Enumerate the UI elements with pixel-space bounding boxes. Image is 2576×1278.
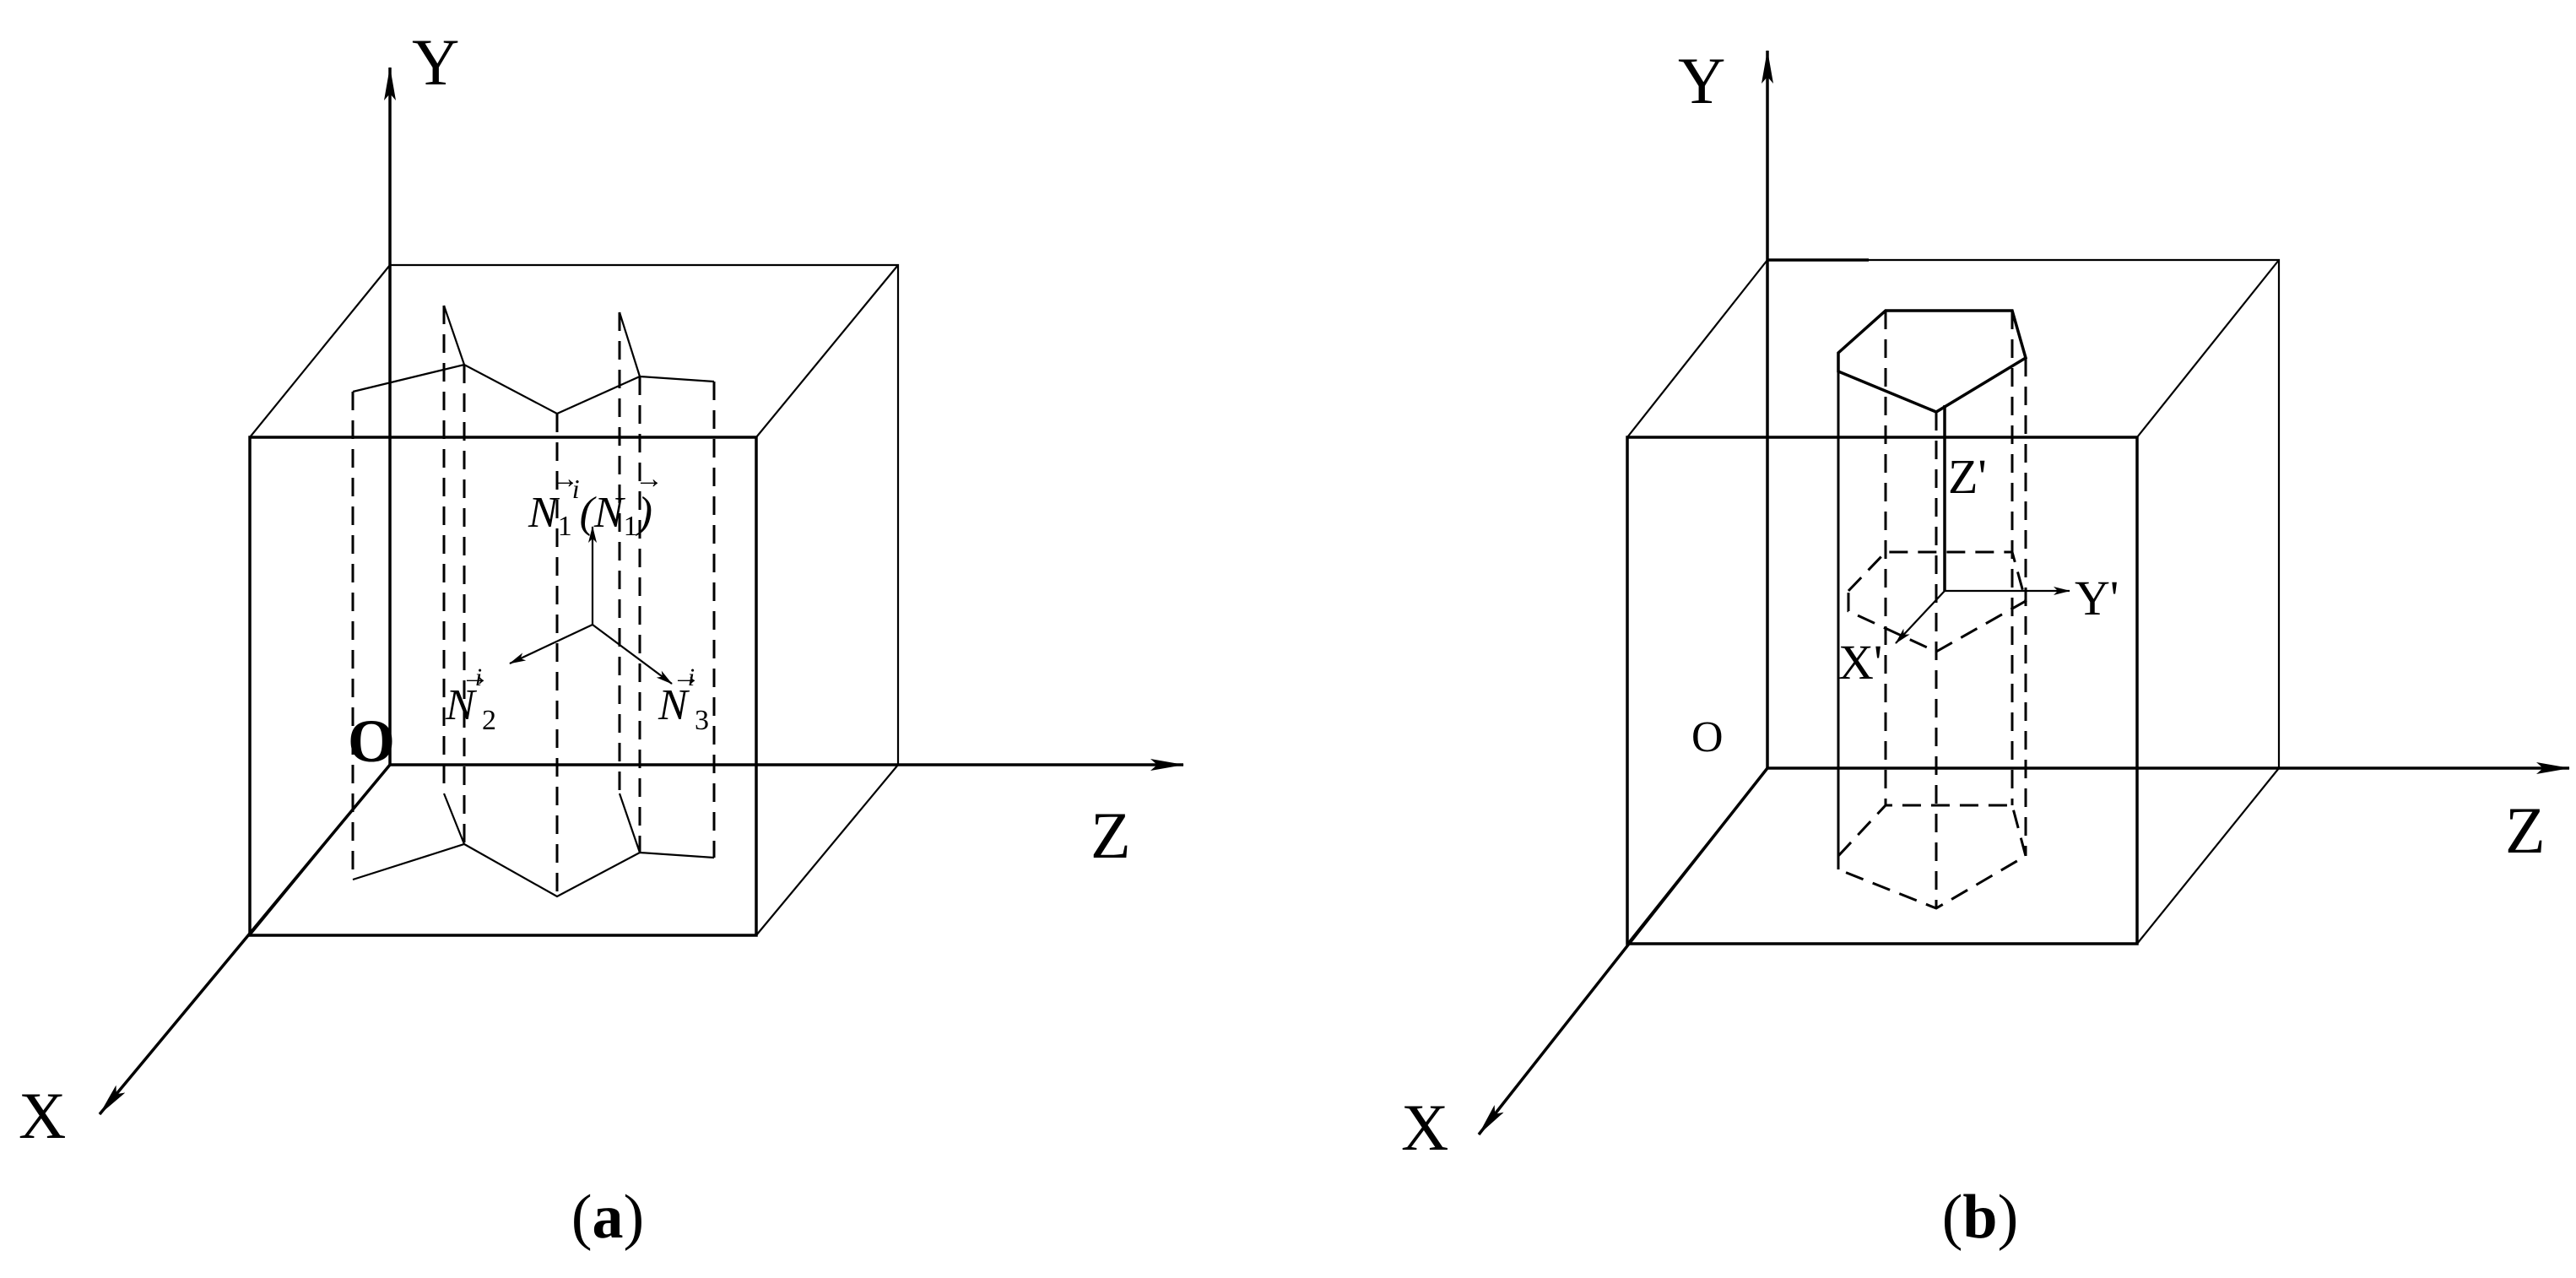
panel-b-axes <box>1477 50 2570 1136</box>
panel-a-back-ridge-right <box>618 311 641 377</box>
panel-a-n1-arrow-symbol-left: → <box>550 463 579 495</box>
panel-b-caption: (b) <box>1942 1183 2018 1252</box>
panel-a-vector-labels: → N1i(N1) → → Ni2 → Ni3 <box>445 463 709 736</box>
panel-b-cube-front <box>1626 436 2139 945</box>
panel-a-cube <box>248 263 900 937</box>
panel-b-hexagonal-prism <box>1837 309 2028 910</box>
panel-a-vector-n3-arrow <box>592 624 673 685</box>
panel-a-bottom-outline <box>352 842 715 898</box>
panel-b-local-frame: Z' Y' X' <box>1838 405 2119 690</box>
panel-b-origin-label: O <box>1691 713 1724 761</box>
panel-a-top-outline <box>352 363 715 415</box>
panel-a-vector-n2-arrow <box>509 624 593 664</box>
panel-b-cube <box>1626 258 2281 945</box>
panel-a-back-bottom-right <box>618 793 641 853</box>
panel-a-cube-edge-tl <box>249 264 391 438</box>
panel-a-z-label: Z <box>1090 799 1131 872</box>
panel-b-cube-edge-bl <box>1626 767 1768 945</box>
panel-a-cube-edge-br <box>755 764 899 936</box>
panel-b-local-x-axis <box>1895 590 1946 644</box>
panel-b-cube-back <box>1767 258 2281 768</box>
panel-b-cube-edge-tr <box>2136 259 2280 438</box>
panel-a: → N1i(N1) → → Ni2 → Ni3 Y Z X O (a) <box>19 25 1184 1252</box>
panel-a-normal-vectors <box>509 526 673 685</box>
panel-a-x-label: X <box>19 1079 66 1152</box>
panel-b-z-label: Z <box>2505 793 2546 867</box>
panel-a-back-ridge-left <box>442 305 466 366</box>
panel-b-local-x-label: X' <box>1838 635 1882 690</box>
panel-b-local-z-label: Z' <box>1948 449 1987 504</box>
panel-a-n3-arrow-symbol: → <box>672 661 701 692</box>
panel-b-prism-top-face <box>1837 309 2028 414</box>
panel-b-y-label: Y <box>1678 44 1725 117</box>
panel-b-x-label: X <box>1401 1091 1448 1164</box>
panel-a-folded-surface <box>351 305 716 898</box>
panel-a-n3-label: Ni3 <box>658 663 709 736</box>
panel-a-origin-label: O <box>348 707 395 775</box>
panel-a-n2-label: Ni2 <box>445 663 496 736</box>
panel-a-caption: (a) <box>571 1183 644 1252</box>
panel-b: Z' Y' X' Y Z X O (b) <box>1401 44 2570 1252</box>
panel-a-axes <box>98 67 1184 1116</box>
panel-a-cube-edge-bl <box>249 764 391 936</box>
panel-a-n1-label: N1i(N1) <box>528 474 652 542</box>
panel-b-local-y-label: Y' <box>2075 571 2119 625</box>
panel-a-back-bottom-left <box>442 793 466 845</box>
panel-a-cube-edge-tr <box>755 264 899 438</box>
panel-b-prism-bottom-face <box>1837 804 2027 910</box>
panel-b-prism-mid-section <box>1847 550 2027 653</box>
panel-a-n1-arrow-symbol-right: → <box>635 463 663 495</box>
panel-b-cube-edge-br <box>2136 767 2280 945</box>
panel-b-cube-edge-tl <box>1626 259 1768 438</box>
panel-a-cube-front <box>248 436 758 937</box>
panel-a-y-label: Y <box>412 25 459 99</box>
panel-a-n2-arrow-symbol: → <box>461 661 490 692</box>
